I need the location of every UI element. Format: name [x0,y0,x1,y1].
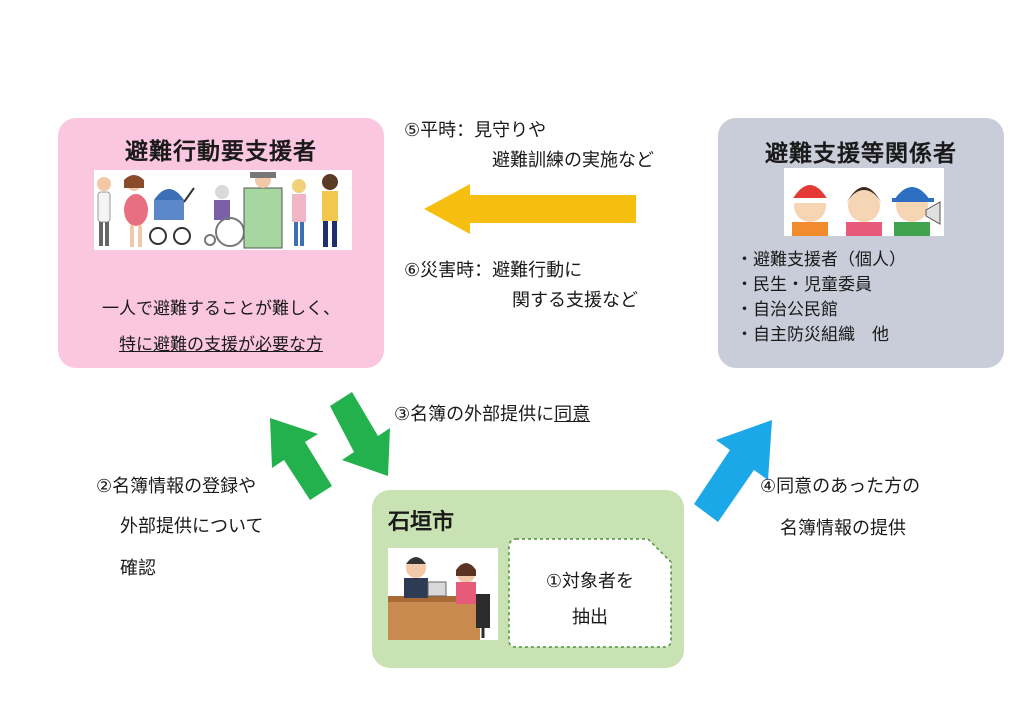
city-title: 石垣市 [388,510,455,535]
step2-label-line3: 確認 [120,558,156,579]
up-arrow [270,418,332,500]
step4-label-line1: ④同意のあった方の [760,476,921,497]
down-arrow [330,392,390,476]
helpers-illustration [784,168,944,236]
note-line1: ①対象者を [545,571,635,592]
up-right-arrow [694,420,772,522]
city-box: 石垣市 ①対象者を 抽出 [372,490,684,668]
extraction-note: ①対象者を 抽出 [508,538,672,648]
step2-label-line1: ②名簿情報の登録や [96,476,257,497]
step5-label-line2: 避難訓練の実施など [492,150,654,171]
step4-label-line2: 名簿情報の提供 [780,518,906,539]
list-item: ・避難支援者（個人） [736,250,906,270]
support-providers-title: 避難支援等関係者 [765,141,957,167]
step6-label-line2: 関する支援など [512,290,638,311]
support-needed-description-line1: 一人で避難することが難しく、 [102,299,340,319]
support-needed-box: 避難行動要支援者 一人で避難することが難しく、 特に [58,118,384,368]
support-providers-box: 避難支援等関係者 ・避難支援者（個人） ・民生・児童委員 ・自治公民館 ・自主防… [718,118,1004,368]
support-needed-title: 避難行動要支援者 [125,139,317,165]
step3-label: ③名簿の外部提供に同意 [394,402,590,428]
step5-label-line1: ⑤平時：見守りや [404,120,547,141]
list-item: ・自治公民館 [736,300,838,320]
step3-consent: 同意 [554,404,591,425]
step3-text: ③名簿の外部提供に [394,404,555,425]
support-providers-list: ・避難支援者（個人） ・民生・児童委員 ・自治公民館 ・自主防災組織 他 [736,248,906,348]
step2-label-line2: 外部提供について [120,516,264,537]
left-arrow [424,184,636,234]
office-illustration [388,548,498,640]
extraction-note-text: ①対象者を 抽出 [508,564,672,636]
people-illustration [94,170,352,250]
note-line2: 抽出 [572,607,608,628]
support-needed-description-line2: 特に避難の支援が必要な方 [119,335,323,355]
list-item: ・自主防災組織 他 [736,325,889,345]
list-item: ・民生・児童委員 [736,275,872,295]
step6-label-line1: ⑥災害時：避難行動に [404,260,583,281]
